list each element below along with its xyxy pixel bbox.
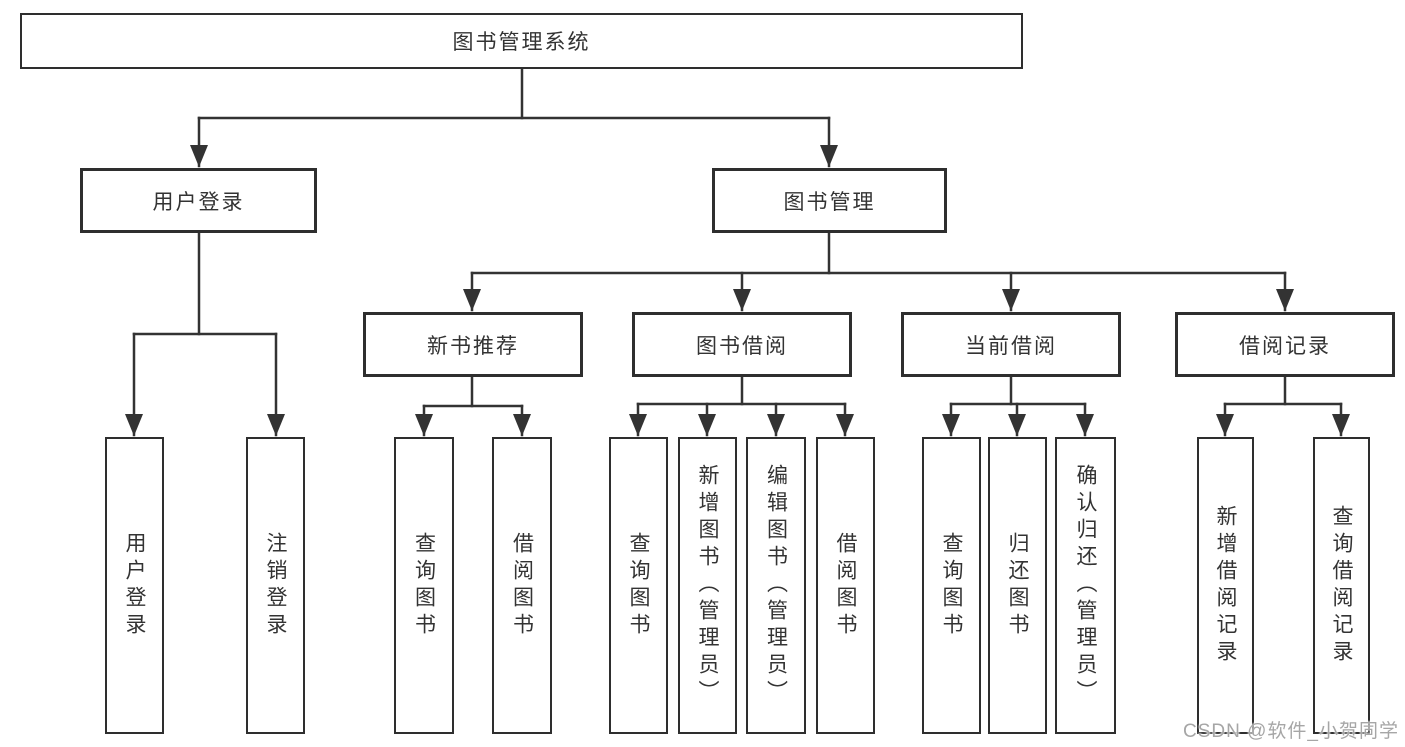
leaf-current-confirm-return-admin: 确认归还（管理员） [1055, 437, 1116, 734]
leaf-current-return-book: 归还图书 [988, 437, 1047, 734]
leaf-logout: 注销登录 [246, 437, 305, 734]
leaf-borrow-add-book-admin: 新增图书（管理员） [678, 437, 737, 734]
node-user-login: 用户登录 [80, 168, 317, 233]
leaf-recommend-query-book-label: 查询图书 [412, 531, 436, 640]
leaf-borrow-edit-book-admin: 编辑图书（管理员） [746, 437, 806, 734]
leaf-record-add-record-label: 新增借阅记录 [1214, 504, 1238, 667]
leaf-record-query-record-label: 查询借阅记录 [1330, 504, 1354, 667]
node-root: 图书管理系统 [20, 13, 1023, 69]
leaf-recommend-borrow-book-label: 借阅图书 [510, 531, 534, 640]
leaf-borrow-borrow-book-label: 借阅图书 [834, 531, 858, 640]
leaf-recommend-query-book: 查询图书 [394, 437, 454, 734]
leaf-current-confirm-return-admin-label: 确认归还（管理员） [1074, 464, 1098, 707]
node-new-book-recommend-label: 新书推荐 [427, 334, 519, 358]
node-current-borrow-label: 当前借阅 [965, 334, 1057, 358]
leaf-user-login-label: 用户登录 [123, 531, 147, 640]
watermark-text: CSDN @软件_小贺同学 [1183, 721, 1399, 742]
node-borrow-record: 借阅记录 [1175, 312, 1395, 377]
node-book-borrow: 图书借阅 [632, 312, 852, 377]
leaf-user-login: 用户登录 [105, 437, 164, 734]
leaf-borrow-borrow-book: 借阅图书 [816, 437, 875, 734]
leaf-borrow-add-book-admin-label: 新增图书（管理员） [696, 464, 720, 707]
leaf-logout-label: 注销登录 [264, 531, 288, 640]
leaf-recommend-borrow-book: 借阅图书 [492, 437, 552, 734]
leaf-current-query-book: 查询图书 [922, 437, 981, 734]
leaf-current-return-book-label: 归还图书 [1006, 531, 1030, 640]
leaf-current-query-book-label: 查询图书 [940, 531, 964, 640]
node-book-management-label: 图书管理 [783, 190, 876, 214]
node-current-borrow: 当前借阅 [901, 312, 1121, 377]
leaf-record-query-record: 查询借阅记录 [1313, 437, 1370, 734]
leaf-borrow-query-book-label: 查询图书 [627, 531, 651, 640]
node-borrow-record-label: 借阅记录 [1239, 334, 1331, 358]
node-user-login-label: 用户登录 [152, 190, 245, 214]
leaf-borrow-query-book: 查询图书 [609, 437, 668, 734]
node-new-book-recommend: 新书推荐 [363, 312, 583, 377]
leaf-borrow-edit-book-admin-label: 编辑图书（管理员） [764, 464, 788, 707]
leaf-record-add-record: 新增借阅记录 [1197, 437, 1254, 734]
node-book-borrow-label: 图书借阅 [696, 334, 788, 358]
node-book-management: 图书管理 [712, 168, 947, 233]
node-root-label: 图书管理系统 [452, 31, 591, 54]
